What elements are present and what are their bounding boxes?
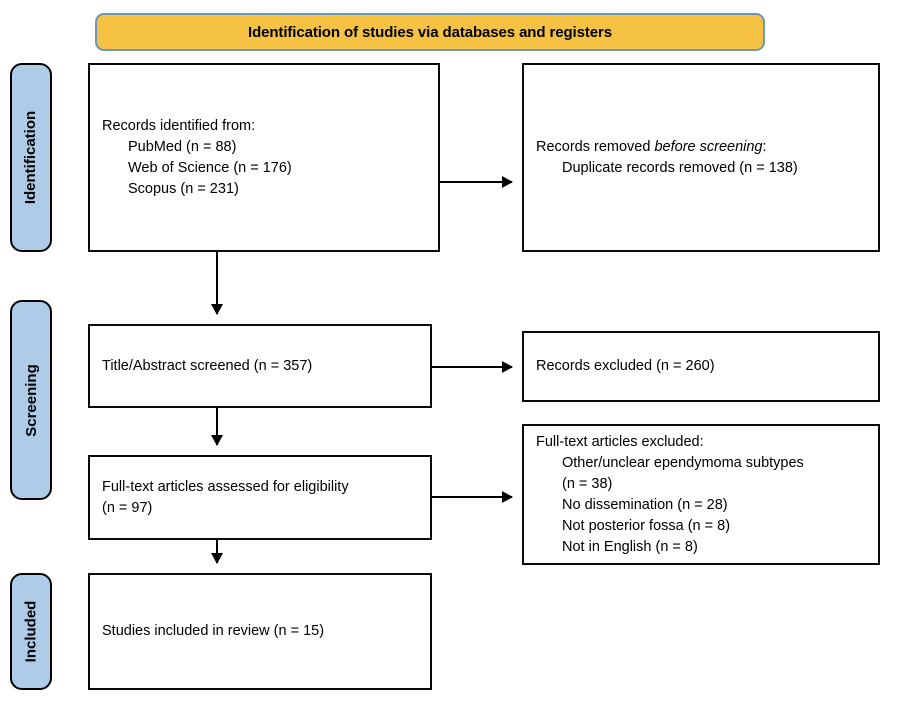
diagram-header-banner: Identification of studies via databases …: [95, 13, 765, 51]
title-abstract-screened-text: Title/Abstract screened (n = 357): [102, 357, 313, 374]
stage-label-identification: Identification: [22, 110, 40, 205]
records-excluded-text: Records excluded (n = 260): [536, 358, 715, 374]
records-removed-heading-suffix: :: [762, 138, 767, 155]
fulltext-excluded-reason-subtypes-count: (n = 38): [562, 475, 613, 492]
fulltext-excluded-heading: Full-text articles excluded:: [536, 433, 704, 450]
arrow-assessed-to-fulltext-excluded: [432, 496, 512, 498]
box-title-abstract-screened: Title/Abstract screened (n = 357): [88, 324, 432, 408]
stage-tab-screening: Screening: [10, 300, 52, 500]
records-identified-source-pubmed: PubMed (n = 88): [128, 138, 237, 155]
records-removed-heading-emphasis: before screening: [654, 138, 763, 155]
records-removed-heading-prefix: Records removed: [536, 138, 655, 155]
stage-tab-identification: Identification: [10, 63, 52, 252]
box-records-excluded: Records excluded (n = 260): [522, 331, 880, 402]
arrow-screened-to-excluded: [432, 366, 512, 368]
fulltext-excluded-reason-subtypes: Other/unclear ependymoma subtypes: [562, 454, 804, 471]
stage-tab-included: Included: [10, 573, 52, 690]
arrow-identified-to-screened: [216, 252, 218, 314]
fulltext-excluded-reason-no-dissemination: No dissemination (n = 28): [562, 496, 728, 513]
records-removed-duplicates: Duplicate records removed (n = 138): [562, 159, 798, 176]
box-fulltext-excluded: Full-text articles excluded: Other/uncle…: [522, 424, 880, 565]
box-studies-included: Studies included in review (n = 15): [88, 573, 432, 690]
fulltext-excluded-reason-not-english: Not in English (n = 8): [562, 538, 698, 555]
arrow-assessed-to-included: [216, 540, 218, 563]
stage-label-included: Included: [22, 600, 40, 663]
records-identified-source-scopus: Scopus (n = 231): [128, 180, 239, 197]
box-records-identified: Records identified from: PubMed (n = 88)…: [88, 63, 440, 252]
fulltext-excluded-reason-not-posterior-fossa: Not posterior fossa (n = 8): [562, 517, 731, 534]
arrow-screened-to-assessed: [216, 408, 218, 445]
records-identified-source-web-of-science: Web of Science (n = 176): [128, 159, 292, 176]
arrow-identified-to-removed: [440, 181, 512, 183]
box-records-removed: Records removed before screening: Duplic…: [522, 63, 880, 252]
stage-label-screening: Screening: [22, 363, 40, 437]
fulltext-assessed-count: (n = 97): [102, 499, 153, 516]
records-identified-heading: Records identified from:: [102, 117, 256, 134]
box-fulltext-assessed: Full-text articles assessed for eligibil…: [88, 455, 432, 540]
studies-included-text: Studies included in review (n = 15): [102, 623, 325, 639]
fulltext-assessed-text: Full-text articles assessed for eligibil…: [102, 478, 349, 495]
diagram-title: Identification of studies via databases …: [248, 23, 612, 41]
records-removed-heading: Records removed before screening:: [536, 137, 866, 158]
